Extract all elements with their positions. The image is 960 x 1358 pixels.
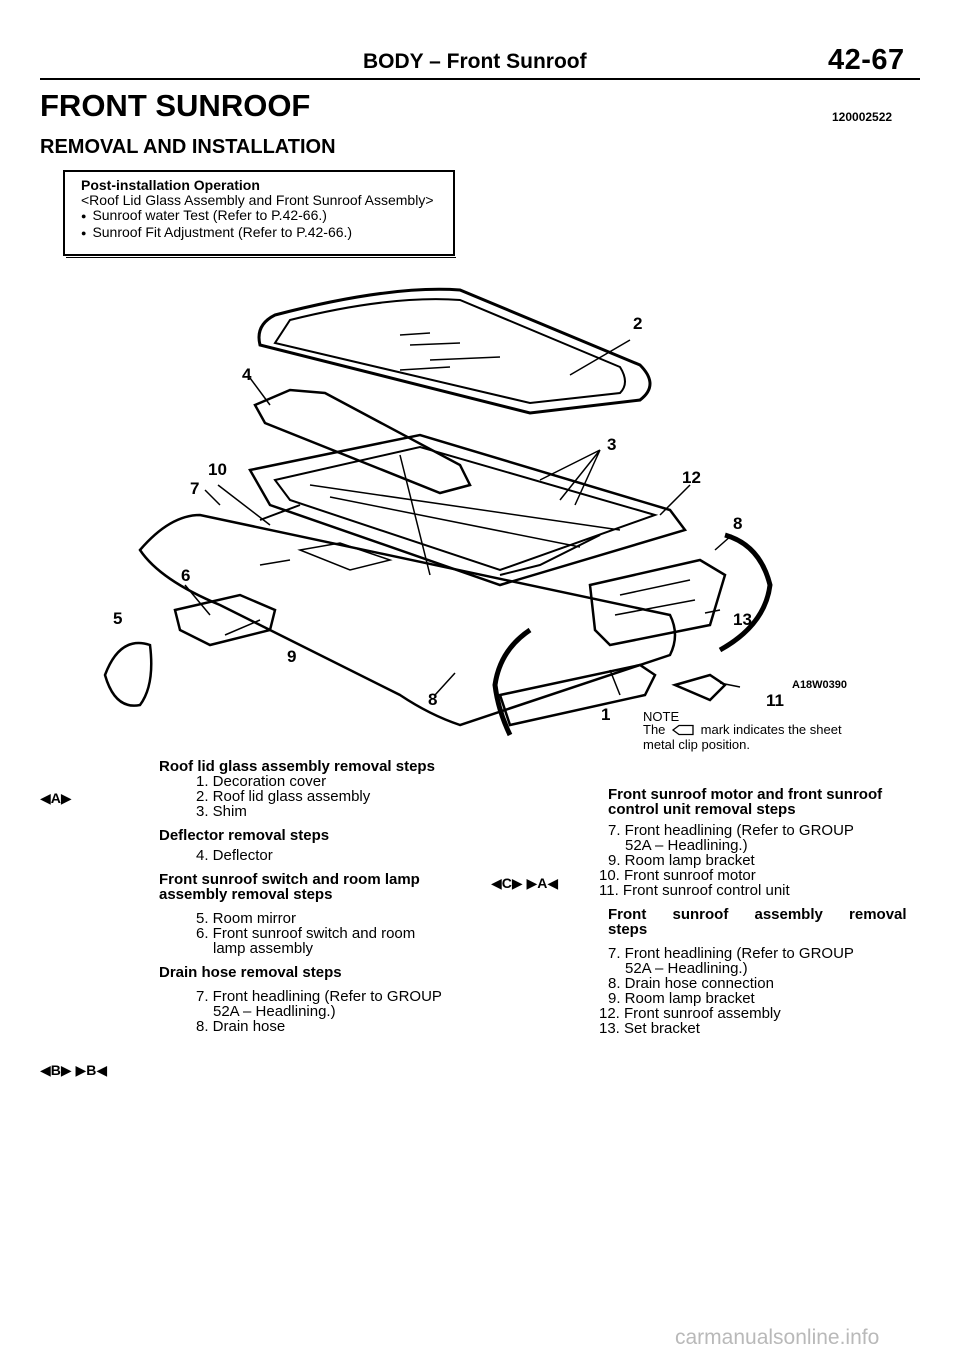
page-number: 42-67	[828, 44, 905, 76]
front-sunroof-motor	[588, 558, 727, 647]
note-label: NOTE	[643, 709, 680, 724]
step-item: 10. Front sunroof motor	[599, 867, 756, 884]
post-installation-subtitle: <Roof Lid Glass Assembly and Front Sunro…	[81, 192, 434, 208]
step-item: 3. Shim	[196, 803, 247, 820]
clip-mark-icon	[671, 724, 695, 738]
mark-a-removal: ◀A▶	[40, 790, 72, 806]
control-unit	[671, 673, 727, 702]
steps-heading: Deflector removal steps	[159, 827, 330, 844]
step-item: 52A – Headlining.)	[625, 837, 748, 854]
callout-5: 5	[113, 609, 123, 628]
step-item: 52A – Headlining.)	[213, 1003, 336, 1020]
note-text-pre: The	[643, 722, 666, 737]
step-item: 9. Room lamp bracket	[608, 990, 755, 1007]
steps-heading: Front sunroof switch and room lamp	[159, 871, 420, 888]
post-installation-title: Post-installation Operation	[81, 177, 260, 193]
box-shadow-rule	[66, 257, 456, 258]
header-divider	[40, 78, 920, 80]
drain-hose-front	[492, 627, 532, 737]
note-text-post: mark indicates the sheet	[700, 722, 842, 737]
diagram-note: NOTE The mark indicates the sheet metal …	[643, 710, 842, 751]
step-item: 7. Front headlining (Refer to GROUP	[196, 988, 442, 1005]
post-installation-item: Sunroof water Test (Refer to P.42-66.)	[81, 208, 445, 225]
step-item: 7. Front headlining (Refer to GROUP	[608, 945, 854, 962]
step-item: 8. Drain hose	[196, 1018, 286, 1035]
callout-10: 10	[208, 460, 227, 479]
callout-8: 8	[733, 514, 743, 533]
callout-6: 6	[181, 566, 191, 585]
section-title: FRONT SUNROOF	[40, 88, 311, 123]
room-mirror	[103, 641, 153, 707]
step-item: 13. Set bracket	[599, 1020, 700, 1037]
step-item: 52A – Headlining.)	[625, 960, 748, 977]
steps-heading: Drain hose removal steps	[159, 964, 342, 981]
steps-heading: control unit removal steps	[608, 801, 796, 818]
subsection-title: REMOVAL AND INSTALLATION	[40, 136, 336, 158]
callout-11: 11	[766, 691, 784, 710]
sunroof-exploded-diagram	[103, 287, 773, 737]
right-steps-column: Front sunroof motor and front sunroof co…	[599, 786, 908, 1036]
step-item: 2. Roof lid glass assembly	[196, 788, 371, 805]
steps-heading: Front sunroof motor and front sunroof	[608, 786, 883, 803]
sunroof-switch	[173, 593, 277, 647]
watermark: carmanualsonline.info	[675, 1326, 880, 1349]
front-headlining	[138, 513, 677, 727]
callout-12: 12	[682, 468, 701, 487]
document-code: 120002522	[832, 110, 893, 124]
deflector	[253, 388, 472, 495]
step-item: 5. Room mirror	[196, 910, 297, 927]
callout-4: 4	[242, 365, 252, 384]
room-lamp	[498, 663, 657, 727]
callout-7: 7	[190, 479, 200, 498]
drain-hose	[718, 532, 773, 653]
steps-heading: Front sunroof assembly removal	[608, 906, 907, 923]
callout-8b: 8	[428, 690, 438, 709]
post-installation-item: Sunroof Fit Adjustment (Refer to P.42-66…	[81, 225, 445, 242]
callout-9: 9	[287, 647, 297, 666]
step-item: 11. Front sunroof control unit	[599, 882, 790, 899]
note-text-line2: metal clip position.	[643, 736, 750, 752]
step-item: 9. Room lamp bracket	[608, 852, 755, 869]
mark-b-pair: ◀B▶ ▶B◀	[40, 1062, 108, 1078]
steps-heading: steps	[608, 921, 648, 938]
step-item: 7. Front headlining (Refer to GROUP	[608, 822, 854, 839]
steps-heading: Roof lid glass assembly removal steps	[159, 758, 435, 775]
diagram-code: A18W0390	[792, 679, 848, 691]
mark-c-pair: ◀C▶ ▶A◀	[491, 875, 559, 891]
callout-2: 2	[633, 314, 643, 333]
callout-3: 3	[607, 435, 617, 454]
left-steps-column: Roof lid glass assembly removal steps 1.…	[159, 759, 459, 1034]
step-item: lamp assembly	[213, 940, 314, 957]
step-item: 1. Decoration cover	[196, 773, 327, 790]
page-header-title: BODY – Front Sunroof	[363, 50, 587, 73]
step-item: 6. Front sunroof switch and room	[196, 925, 416, 942]
post-installation-box: Post-installation Operation <Roof Lid Gl…	[63, 170, 455, 256]
step-item: 4. Deflector	[196, 847, 273, 864]
roof-lid-glass	[257, 287, 652, 415]
sunroof-frame-assembly	[248, 433, 688, 587]
callout-13: 13	[733, 610, 752, 629]
step-item: 12. Front sunroof assembly	[599, 1005, 781, 1022]
steps-heading: assembly removal steps	[159, 886, 333, 903]
step-item: 8. Drain hose connection	[608, 975, 774, 992]
callout-1: 1	[601, 705, 611, 724]
